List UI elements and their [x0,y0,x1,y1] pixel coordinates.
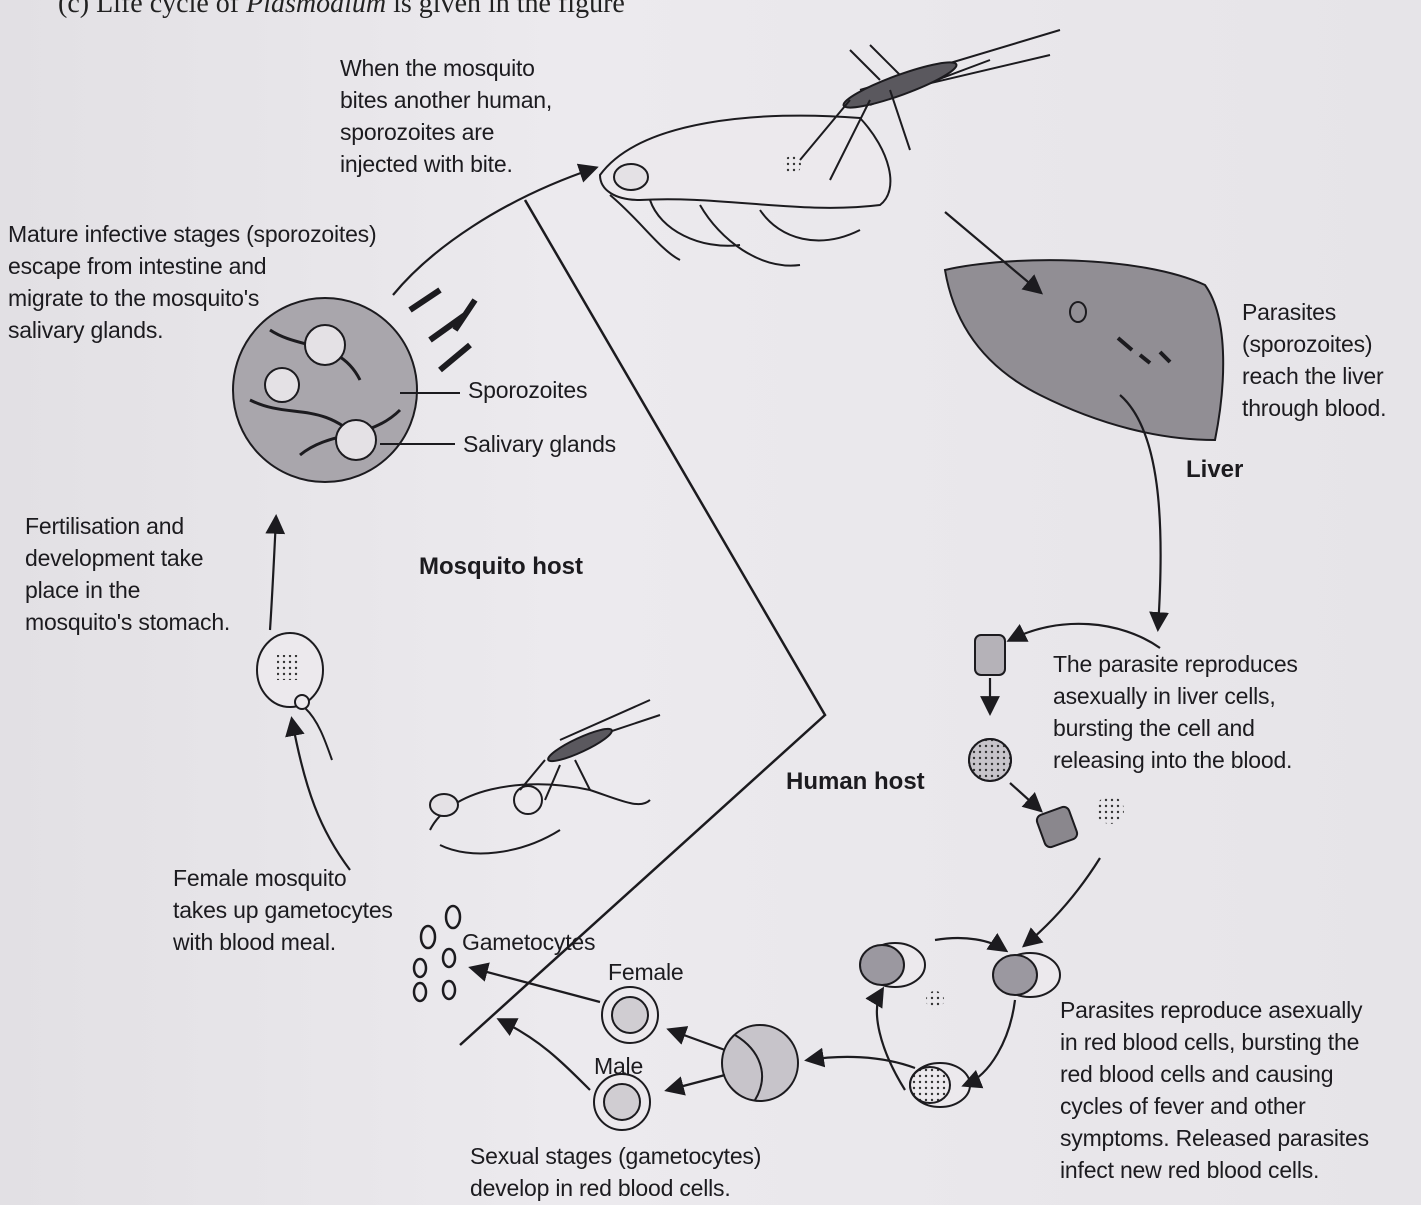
label-salivary-glands: Salivary glands [463,428,616,460]
label-fertilisation: Fertilisation and development take place… [25,510,285,638]
red-blood-cell-cycle [860,943,1060,1107]
mosquito-feeding-illustration [430,700,660,853]
label-human-host: Human host [786,768,925,796]
label-mature-sporozoites: Mature infective stages (sporozoites) es… [8,218,438,346]
ookinete-illustration [257,633,332,760]
label-sexual-stages: Sexual stages (gametocytes) develop in r… [470,1140,810,1204]
label-male: Male [594,1050,643,1082]
label-liver: Liver [1186,456,1243,484]
label-gametocytes: Gametocytes [462,926,595,958]
mosquito-biting-arm-illustration [600,30,1060,266]
label-rbc-reproduction: Parasites reproduce asexually in red blo… [1060,994,1415,1186]
label-female: Female [608,956,684,988]
label-liver-reproduction: The parasite reproduces asexually in liv… [1053,648,1353,776]
label-sporozoites-reach-liver: Parasites (sporozoites) reach the liver … [1242,296,1417,424]
label-sporozoites: Sporozoites [468,374,587,406]
label-mosquito-host: Mosquito host [419,553,583,581]
host-divider-line [460,200,825,1045]
liver-illustration [945,260,1223,440]
label-female-mosquito-blood-meal: Female mosquito takes up gametocytes wit… [173,862,443,958]
label-mosquito-bites: When the mosquito bites another human, s… [340,52,600,180]
